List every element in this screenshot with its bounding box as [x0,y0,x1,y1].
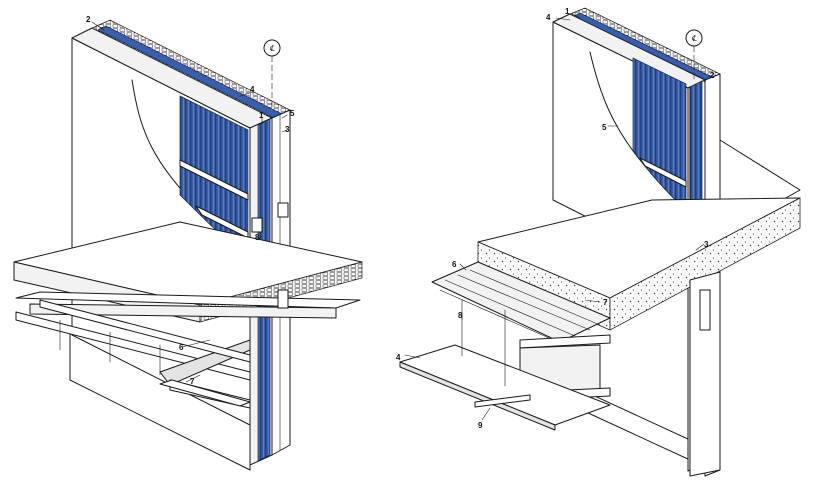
left-channel [39,299,251,363]
left-callout-8: 8 [255,233,260,242]
left-callout-4: 4 [250,85,255,94]
left-callout-5: 5 [290,109,295,118]
right-beam-top-flange [519,334,611,349]
right-callout-5: 5 [602,123,607,132]
left-clip-top [277,202,289,218]
right-callout-8: 8 [458,311,463,320]
left-callout-3: 3 [285,125,290,134]
right-column-clip [699,289,711,331]
left-beam-web [29,303,337,319]
right-callout-6: 6 [452,260,457,269]
right-callout-4b: 4 [396,353,401,362]
right-ceiling-edge [399,361,556,431]
left-clip-mid [277,289,289,309]
right-leaders [404,13,709,421]
right-detail: ℄ 4 1 2 5 3 6 7 8 4 9 [396,7,801,477]
left-callout-7: 7 [190,377,195,386]
left-rail-lip [159,379,251,407]
left-hangers [59,319,161,376]
right-metal-deck [431,261,611,343]
left-callout-1: 1 [259,111,264,120]
right-hangers [461,299,506,387]
right-deck-ribs [439,269,601,346]
left-callout-2: 2 [86,15,91,24]
right-callout-2: 2 [710,71,715,80]
right-centerline-circle [685,29,703,47]
right-slab-side [609,197,801,331]
left-leaders [91,21,288,383]
right-callout-7: 7 [603,298,608,307]
left-centerline-circle [263,39,281,57]
left-detail: ℄ 2 4 1 5 3 8 6 7 [13,15,363,471]
right-column [689,271,721,477]
left-callout-6: 6 [179,343,184,352]
left-clip-inner [251,217,263,233]
right-callout-9: 9 [478,421,483,430]
right-stud-band [639,157,687,188]
left-stud-band-1 [179,159,249,201]
right-callout-1: 1 [565,7,570,16]
right-callout-4: 4 [546,13,551,22]
right-centerline-symbol: ℄ [691,34,697,43]
left-centerline-symbol: ℄ [269,44,275,53]
left-beam-top-flange [15,291,361,309]
right-ceiling-channel [474,394,531,408]
right-callout-3: 3 [704,240,709,249]
